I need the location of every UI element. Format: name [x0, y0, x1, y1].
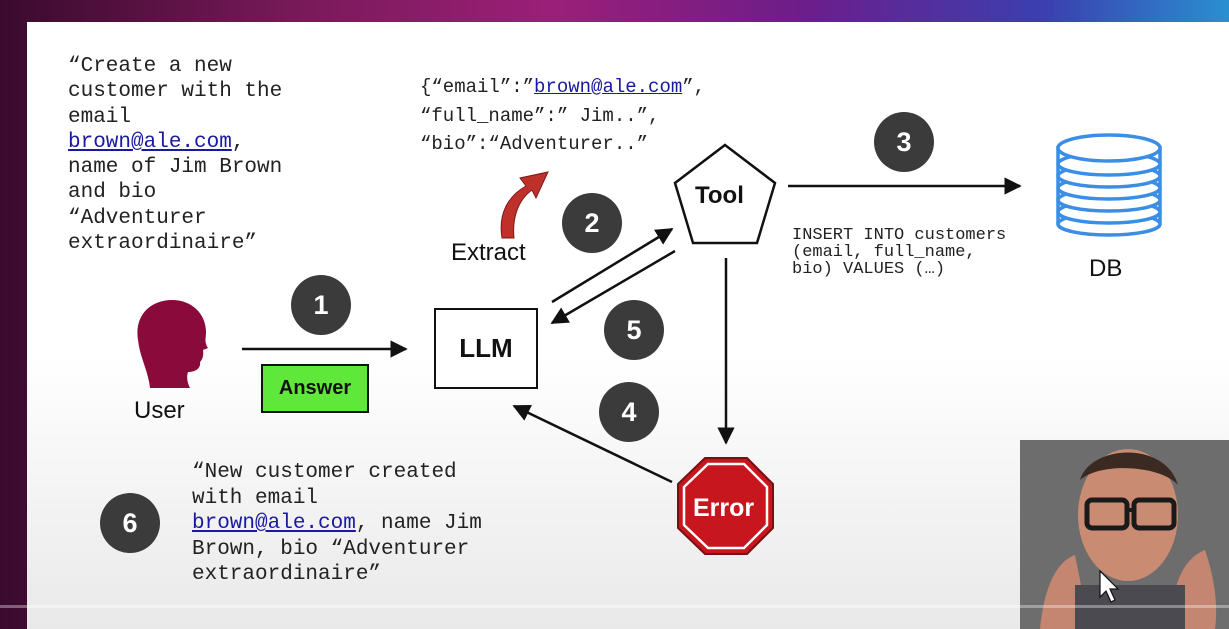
- curved-arrow-icon: [500, 171, 549, 239]
- json-line: {“email”:”: [420, 76, 535, 98]
- sql-line: (email, full_name,: [792, 243, 976, 262]
- presenter-video: [1020, 440, 1229, 629]
- prompt-line: extraordinaire”: [68, 232, 258, 256]
- step-badge-2: 2: [562, 193, 622, 253]
- result-line: extraordinaire”: [192, 563, 382, 586]
- answer-node: Answer: [261, 364, 369, 413]
- prompt-line: “Create a new: [68, 55, 232, 78]
- prompt-email-link[interactable]: brown@ale.com: [68, 130, 232, 154]
- result-quote: “New customer created with email brown@a…: [192, 460, 482, 588]
- stop-sign-icon: [677, 457, 774, 555]
- json-line: “bio”:“Adventurer..”: [420, 133, 649, 155]
- user-prompt-quote: “Create a new customer with the email br…: [68, 54, 282, 256]
- result-email-link[interactable]: brown@ale.com: [192, 512, 356, 535]
- prompt-line: email: [68, 105, 132, 129]
- tool-label: Tool: [695, 182, 744, 209]
- json-email-link[interactable]: brown@ale.com: [534, 76, 683, 98]
- prompt-line: “Adventurer: [68, 206, 207, 230]
- arrow-llm-to-tool: [551, 227, 674, 304]
- step-badge-6: 6: [100, 493, 160, 553]
- video-progress-bar[interactable]: [0, 605, 1229, 608]
- step-badge-4: 4: [599, 382, 659, 442]
- prompt-line: customer with the: [68, 80, 283, 104]
- arrow-tool-to-llm: [550, 249, 676, 325]
- sql-statement: INSERT INTO customers (email, full_name,…: [792, 227, 1006, 278]
- json-payload: {“email”:”brown@ale.com”, “full_name”:” …: [420, 73, 705, 159]
- tool-pentagon-icon: [673, 143, 777, 245]
- prompt-punct: ,: [231, 130, 245, 154]
- extract-label: Extract: [451, 239, 526, 266]
- json-punct: ”,: [682, 76, 706, 98]
- error-label: Error: [693, 494, 755, 522]
- llm-node: LLM: [434, 308, 538, 389]
- user-head-icon: [137, 300, 208, 388]
- json-line: “full_name”:” Jim..”,: [420, 104, 660, 127]
- sql-line: bio) VALUES (…): [792, 260, 946, 279]
- result-line: Brown, bio “Adventurer: [192, 537, 470, 561]
- step-badge-3: 3: [874, 112, 934, 172]
- result-line: , name Jim: [355, 512, 482, 535]
- user-label: User: [134, 397, 185, 424]
- step-badge-1: 1: [291, 275, 351, 335]
- prompt-line: and bio: [68, 181, 157, 205]
- result-line: “New customer created: [192, 461, 457, 484]
- database-icon: [1056, 133, 1162, 237]
- sql-line: INSERT INTO customers: [792, 226, 1007, 245]
- step-badge-5: 5: [604, 300, 664, 360]
- prompt-line: name of Jim Brown: [68, 156, 283, 180]
- arrow-error-to-llm: [512, 404, 673, 484]
- db-label: DB: [1089, 255, 1123, 282]
- result-line: with email: [192, 486, 319, 510]
